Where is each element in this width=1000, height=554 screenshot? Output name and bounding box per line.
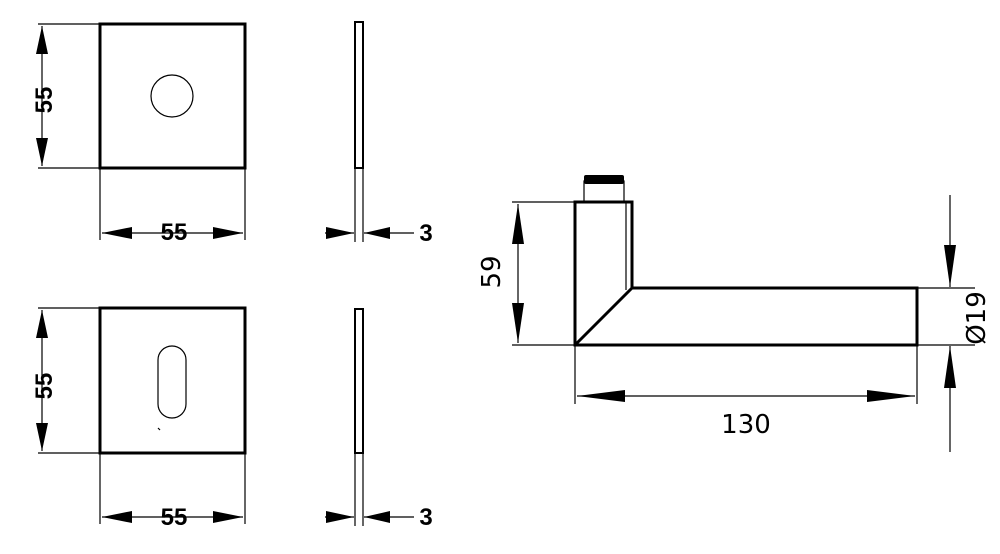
lever-length-label: 130 (721, 410, 771, 440)
rose-key-slot (157, 345, 187, 419)
rose-key-thk-label: 3 (419, 504, 432, 531)
rose-key-height-arrow-top (36, 310, 48, 338)
lever-length-arrow-left (577, 390, 625, 402)
lever-dia-label: Ø19 (962, 291, 992, 345)
lever-height-label: 59 (477, 255, 507, 288)
rose-round-height-arrow-top (36, 26, 48, 54)
lever-spindle-cap (584, 175, 624, 184)
lever-length-arrow-right (867, 390, 915, 402)
rose-key-width-arrow-right (213, 511, 243, 523)
rose-key-side-view (354, 308, 364, 454)
rose-round-height-label: 55 (31, 87, 58, 114)
lever-dia-arrow-bottom (944, 346, 956, 388)
rose-key-width-arrow-left (102, 511, 132, 523)
rose-round-width-arrow-left (102, 227, 132, 239)
rose-key-group: 55 55 3 (31, 306, 433, 531)
rose-key-thk-arrow-left (326, 511, 354, 523)
lever-spindle (583, 180, 625, 203)
rose-round-thk-arrow-right (364, 227, 390, 239)
rose-key-width-label: 55 (161, 504, 188, 531)
rose-key-mark (157, 427, 161, 431)
lever-miter-line (573, 286, 634, 347)
lever-group: 59 130 Ø19 (477, 175, 992, 452)
rose-round-width-label: 55 (161, 219, 188, 246)
rose-round-hole (150, 74, 194, 118)
rose-round-group: 55 55 3 (31, 21, 433, 247)
lever-height-arrow-bottom (512, 303, 524, 343)
rose-key-height-label: 55 (31, 373, 58, 400)
rose-key-plate (98, 306, 247, 455)
rose-round-thk-label: 3 (419, 220, 432, 247)
lever-dia-arrow-top (944, 245, 956, 287)
lever-height-arrow-top (512, 204, 524, 244)
rose-round-plate (98, 22, 247, 170)
rose-round-height-arrow-bottom (36, 138, 48, 166)
rose-key-thk-arrow-right (364, 511, 390, 523)
rose-round-side-view (354, 21, 364, 169)
rose-key-height-arrow-bottom (36, 423, 48, 451)
rose-round-width-arrow-right (213, 227, 243, 239)
rose-round-thk-arrow-left (326, 227, 354, 239)
